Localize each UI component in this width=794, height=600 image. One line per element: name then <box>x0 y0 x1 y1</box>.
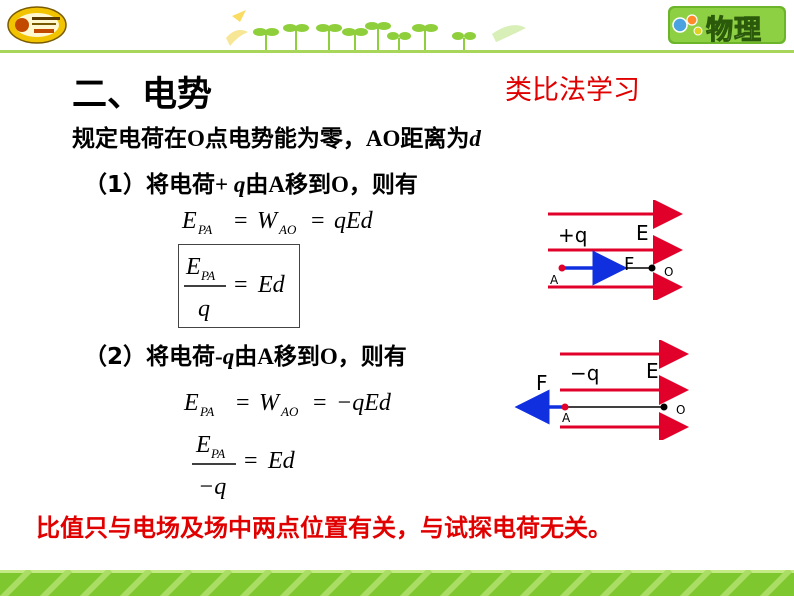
frac2-num-sub: PA <box>210 446 225 461</box>
point-o-dot-2 <box>660 403 668 411</box>
boxed-result-1 <box>178 244 300 328</box>
step2-num: （2）将电荷 <box>84 344 216 370</box>
school-logo <box>6 4 68 46</box>
eq1-rhs: qEd <box>334 208 374 234</box>
intro-d: d <box>469 126 481 151</box>
page-title: 二、电势 <box>72 75 213 115</box>
intro-line: 规定电荷在O点电势能为零，AO距离为d <box>72 119 481 153</box>
point-o-label-2: O <box>676 403 685 417</box>
eq2-rhs: −qEd <box>336 390 392 416</box>
step1-sign: + <box>215 172 234 197</box>
eq1-E-sub: PA <box>197 222 212 237</box>
eq2-equals-2: = <box>313 390 327 416</box>
footer-bar <box>0 567 794 600</box>
force-label-2: F <box>536 371 548 395</box>
field-diagram-2: −q E F A O <box>514 340 689 440</box>
intro-point-o: O <box>187 126 205 151</box>
point-o-dot-1 <box>648 264 656 272</box>
frac1-equals: = <box>234 272 248 298</box>
step1-o: O <box>331 172 349 197</box>
step1-line: （1）将电荷+ q由A移到O，则有 <box>84 165 418 199</box>
field-diagram-1: +q E F A O <box>548 200 683 300</box>
charge-label-1: +q <box>558 223 587 247</box>
equation-1: E PA = W AO = qEd <box>181 208 374 237</box>
intro-mid: 点电势能为零， <box>204 126 366 152</box>
intro-ao: AO <box>365 126 401 151</box>
frac1-num-E: E <box>185 254 201 280</box>
step2-q: q <box>222 344 235 369</box>
frac2-num-E: E <box>195 432 211 458</box>
eq1-equals: = <box>234 208 248 234</box>
frac1-den: q <box>198 296 210 322</box>
eq1-W: W <box>257 208 279 234</box>
sprout-decoration <box>226 8 532 50</box>
step1-num: （1）将电荷 <box>84 172 216 198</box>
frac2-den: −q <box>198 474 226 500</box>
point-a-label-1: A <box>550 273 559 287</box>
frac1-num-sub: PA <box>200 268 215 283</box>
fraction-2: E PA −q = Ed <box>192 432 296 500</box>
frac1-rhs: Ed <box>257 272 286 298</box>
step2-from: 由 <box>234 344 258 370</box>
step1-move: 移到 <box>285 172 331 198</box>
eq2-E-sub: PA <box>199 404 214 419</box>
method-tag: 类比法学习 <box>505 75 640 106</box>
step2-sign: - <box>215 344 223 369</box>
point-a-label-2: A <box>562 411 571 425</box>
eq1-E: E <box>181 208 197 234</box>
point-a-dot-1 <box>558 264 566 272</box>
brand-text: 物理 <box>706 15 762 47</box>
force-label-1: F <box>624 254 634 275</box>
step2-o: O <box>319 344 338 369</box>
header-divider <box>0 50 794 53</box>
equation-2: E PA = W AO = −qEd <box>183 390 392 419</box>
frac2-rhs: Ed <box>267 448 296 474</box>
conclusion-text: 比值只与电场及场中两点位置有关，与试探电荷无关。 <box>36 514 612 542</box>
intro-suffix: 距离为 <box>400 126 470 152</box>
eq1-equals-2: = <box>311 208 325 234</box>
eq2-E: E <box>183 390 199 416</box>
fraction-1: E PA q = Ed <box>184 254 286 322</box>
frac2-equals: = <box>244 448 258 474</box>
step2-line: （2）将电荷-q由A移到O，则有 <box>84 337 407 371</box>
step2-move: 移到 <box>273 344 320 370</box>
eq2-equals: = <box>236 390 250 416</box>
step1-from: 由 <box>245 172 269 198</box>
step2-a: A <box>257 344 274 369</box>
step1-end: ，则有 <box>348 172 418 198</box>
step1-a: A <box>268 172 285 197</box>
intro-prefix: 规定电荷在 <box>72 126 187 152</box>
step2-end: ，则有 <box>337 344 407 370</box>
field-label-2: E <box>646 359 659 383</box>
charge-label-2: −q <box>570 361 599 385</box>
eq1-W-sub: AO <box>278 222 297 237</box>
physics-brand-badge: 物理 <box>668 6 786 47</box>
eq2-W: W <box>259 390 281 416</box>
step1-q: q <box>233 172 246 197</box>
eq2-W-sub: AO <box>280 404 299 419</box>
point-a-dot-2 <box>561 403 569 411</box>
point-o-label-1: O <box>664 265 673 279</box>
field-label-1: E <box>636 221 649 245</box>
